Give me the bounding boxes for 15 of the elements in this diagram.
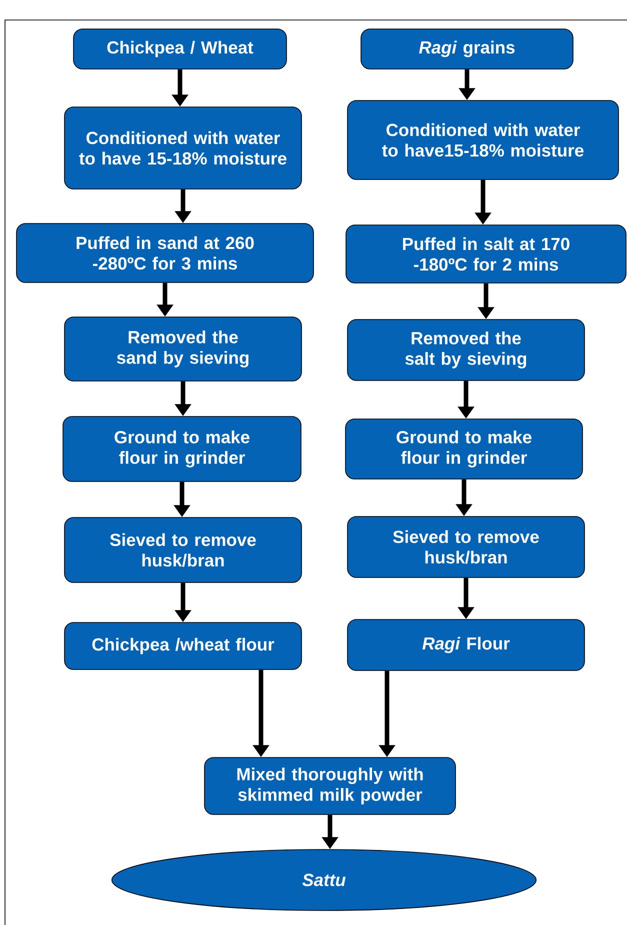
process-box: Conditioned with water to have 15-18% moisture [64,106,302,190]
process-box: Ground to make flour in grinder [62,416,302,482]
process-box: Ragi grains [360,28,574,70]
process-box: Puffed in salt at 170 -180ºC for 2 mins [346,224,626,284]
process-box: Sieved to remove husk/bran [347,516,585,578]
process-box: Removed the sand by sieving [64,316,302,382]
process-box: Conditioned with water to have15-18% moisture [347,100,619,180]
process-box: Ragi Flour [347,619,585,671]
process-box: Chickpea /wheat flour [64,622,302,670]
process-box: Sieved to remove husk/bran [64,517,302,583]
process-box: Mixed thoroughly with skimmed milk powder [204,757,456,815]
process-box: Puffed in sand at 260 -280ºC for 3 mins [16,223,314,283]
process-box: Chickpea / Wheat [73,28,287,70]
process-box: Removed the salt by sieving [347,319,585,381]
process-box: Ground to make flour in grinder [345,418,583,480]
